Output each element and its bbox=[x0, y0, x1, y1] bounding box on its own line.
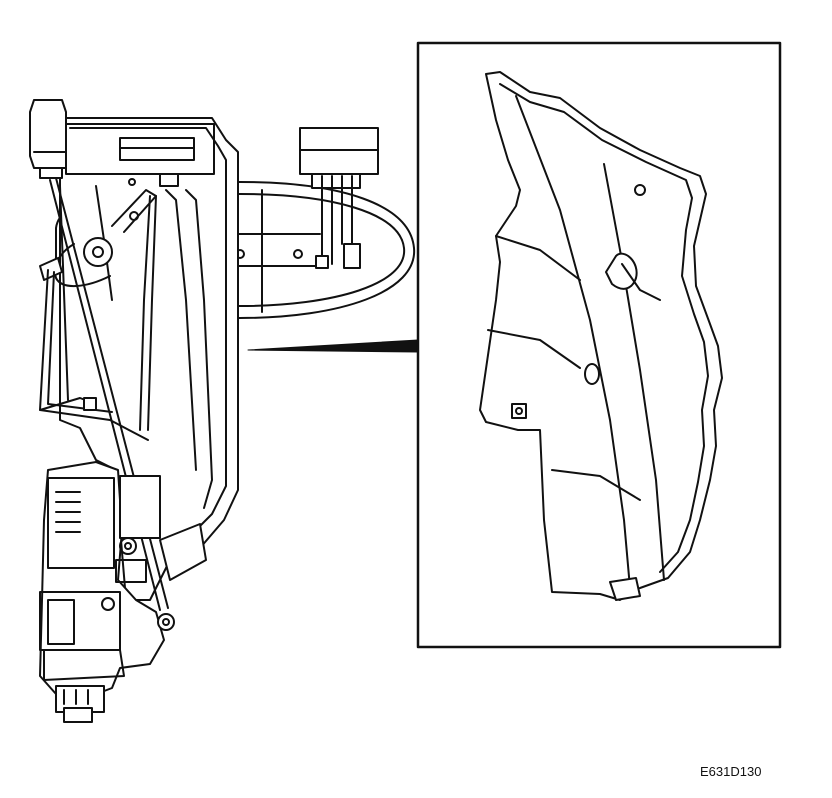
detail-callout-pointer bbox=[248, 340, 418, 352]
detail-view-cover bbox=[480, 72, 722, 600]
figure-reference-code: E631D130 bbox=[700, 764, 762, 779]
detail-frame bbox=[418, 43, 780, 647]
handle-connector bbox=[300, 128, 378, 268]
door-latch-assembly bbox=[30, 100, 238, 722]
